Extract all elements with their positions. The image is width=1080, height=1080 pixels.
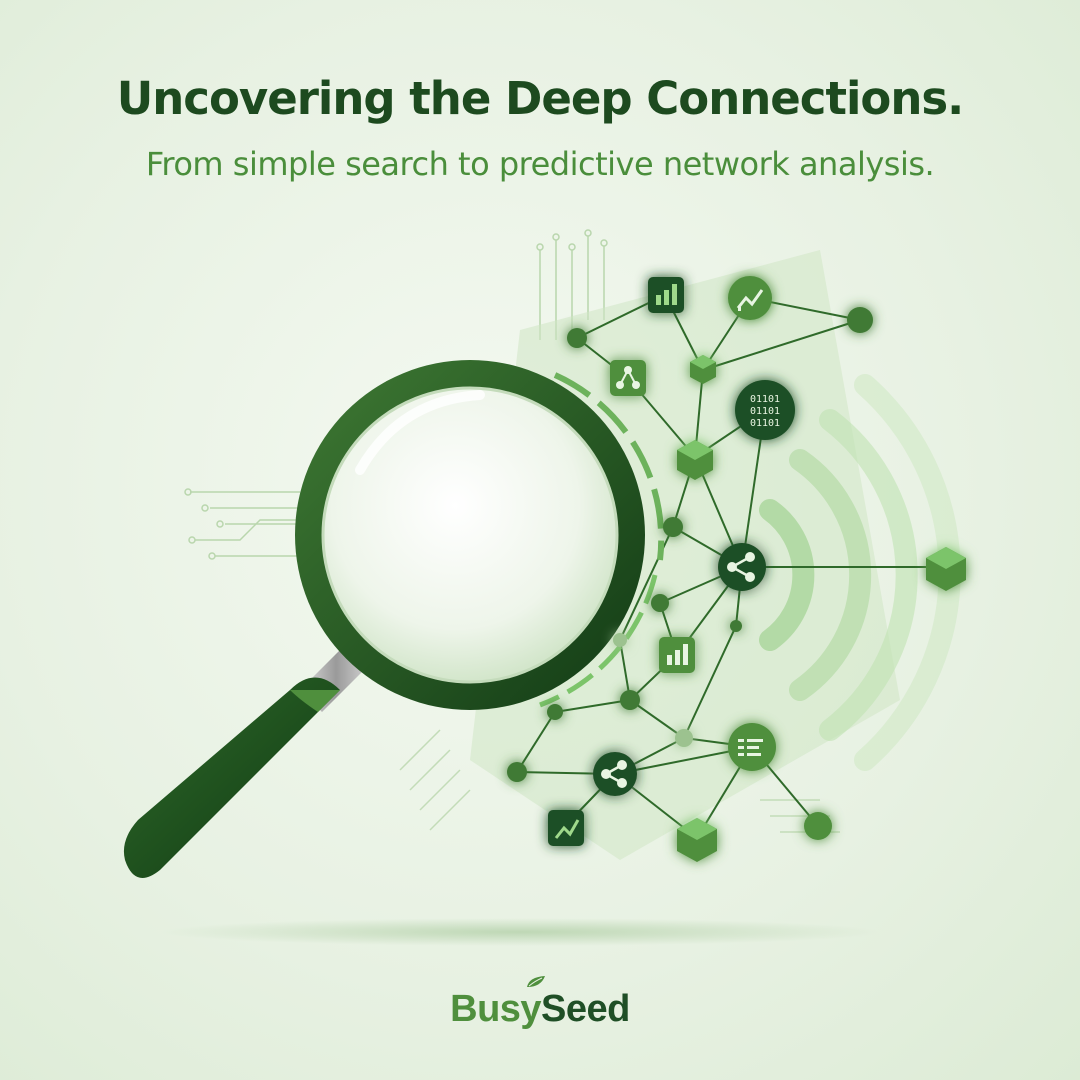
binary-line-1: 01101 — [750, 394, 780, 405]
bar-chart-icon — [659, 637, 695, 673]
brand-part-busy: Busy — [450, 988, 542, 1030]
cube-icon — [690, 355, 716, 384]
leaf-icon — [527, 976, 545, 987]
subheadline: From simple search to predictive network… — [145, 145, 935, 183]
magnifying-glass-icon — [123, 360, 665, 878]
binary-line-3: 01101 — [750, 418, 780, 429]
share-icon — [593, 752, 637, 796]
ground-shadow — [160, 918, 880, 946]
cube-icon — [926, 547, 966, 591]
circuit-lines-left — [184, 488, 300, 560]
cube-icon — [677, 818, 717, 862]
trend-chart-icon — [548, 810, 584, 846]
brand-logo: BusySeed — [0, 988, 1080, 1031]
bar-chart-icon — [648, 277, 684, 313]
binary-line-2: 01101 — [750, 406, 780, 417]
brand-part-seed: Seed — [541, 988, 630, 1030]
headline: Uncovering the Deep Connections. — [116, 72, 965, 125]
share-icon — [718, 543, 766, 591]
binary-code-icon: 01101 01101 01101 — [735, 380, 795, 440]
share-icon — [610, 360, 646, 396]
trend-chart-icon — [728, 276, 772, 320]
list-icon — [728, 723, 776, 771]
cube-icon — [677, 440, 713, 480]
